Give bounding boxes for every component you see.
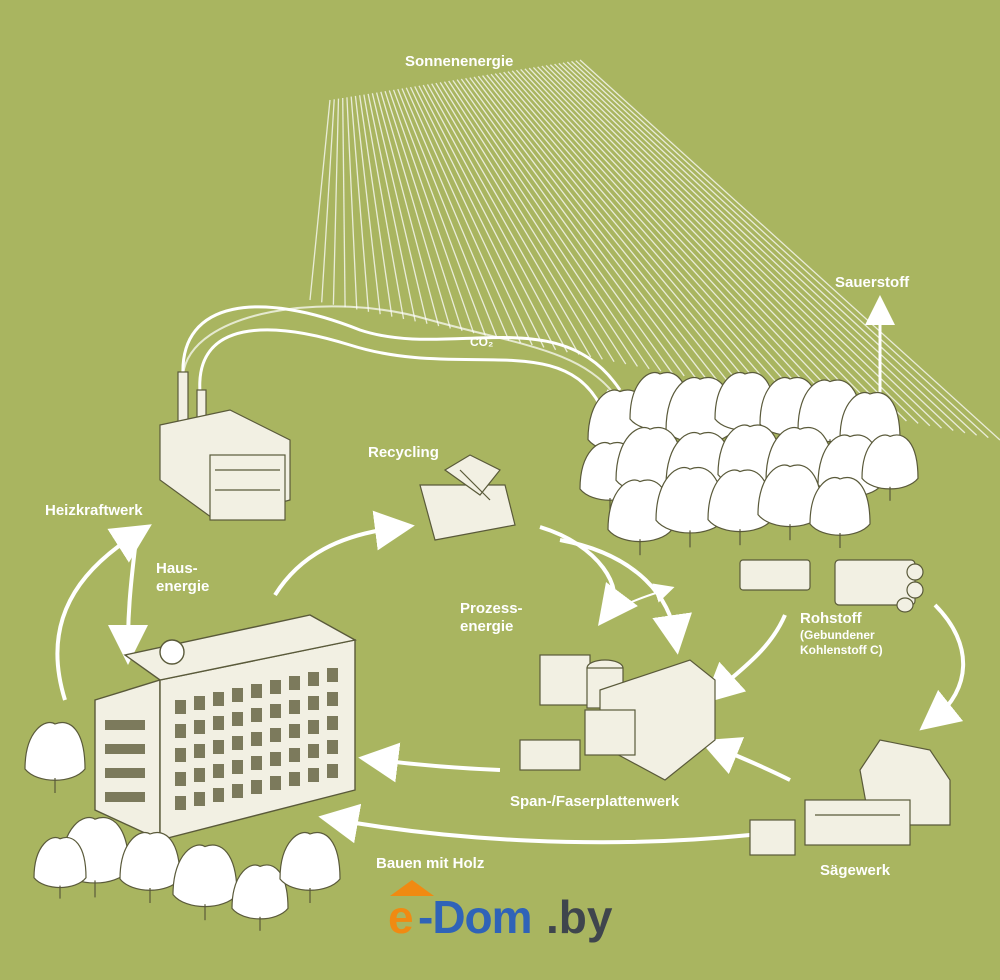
label-board-plant: Span-/Faserplattenwerk (510, 793, 680, 810)
trees-near-building-illustration (24, 722, 341, 931)
label-process-energy-line1: Prozess- (460, 600, 523, 617)
label-oxygen: Sauerstoff (835, 274, 910, 291)
label-sun-energy: Sonnenenergie (405, 53, 514, 70)
log-pile-illustration (739, 559, 924, 613)
logo-roof-icon (390, 880, 434, 896)
label-raw-material-note-line2: Kohlenstoff C) (800, 643, 883, 657)
label-process-energy: Prozess- energie (460, 600, 523, 636)
forest-illustration (579, 372, 919, 556)
edom-logo: e -Dom .by (388, 880, 628, 950)
logo-dom: -Dom (418, 891, 533, 943)
label-recycling: Recycling (368, 444, 439, 461)
label-house-energy-line2: energie (156, 578, 210, 595)
power-plant-illustration (159, 371, 291, 521)
label-raw-material: Rohstoff (Gebundener Kohlenstoff C) (800, 610, 883, 658)
sawmill-illustration (749, 739, 951, 856)
label-raw-material-note-line1: (Gebundener (800, 628, 875, 642)
board-plant-illustration (519, 654, 716, 781)
label-building-with-wood: Bauen mit Holz (376, 855, 485, 872)
label-power-plant: Heizkraftwerk (45, 502, 143, 519)
cycle-arrows (55, 510, 966, 845)
logo-domain: .by (546, 891, 613, 943)
co2-flow (181, 305, 622, 406)
sunlight-rays (309, 59, 1000, 441)
label-raw-material-title: Rohstoff (800, 610, 862, 627)
label-co2: CO₂ (470, 335, 494, 349)
recycling-container-illustration (419, 454, 516, 541)
label-process-energy-line2: energie (460, 618, 514, 635)
wooden-building-illustration (94, 614, 357, 842)
logo-e: e (388, 891, 414, 943)
label-house-energy: Haus- energie (156, 560, 209, 596)
label-house-energy-line1: Haus- (156, 560, 198, 577)
label-sawmill: Sägewerk (820, 862, 891, 879)
